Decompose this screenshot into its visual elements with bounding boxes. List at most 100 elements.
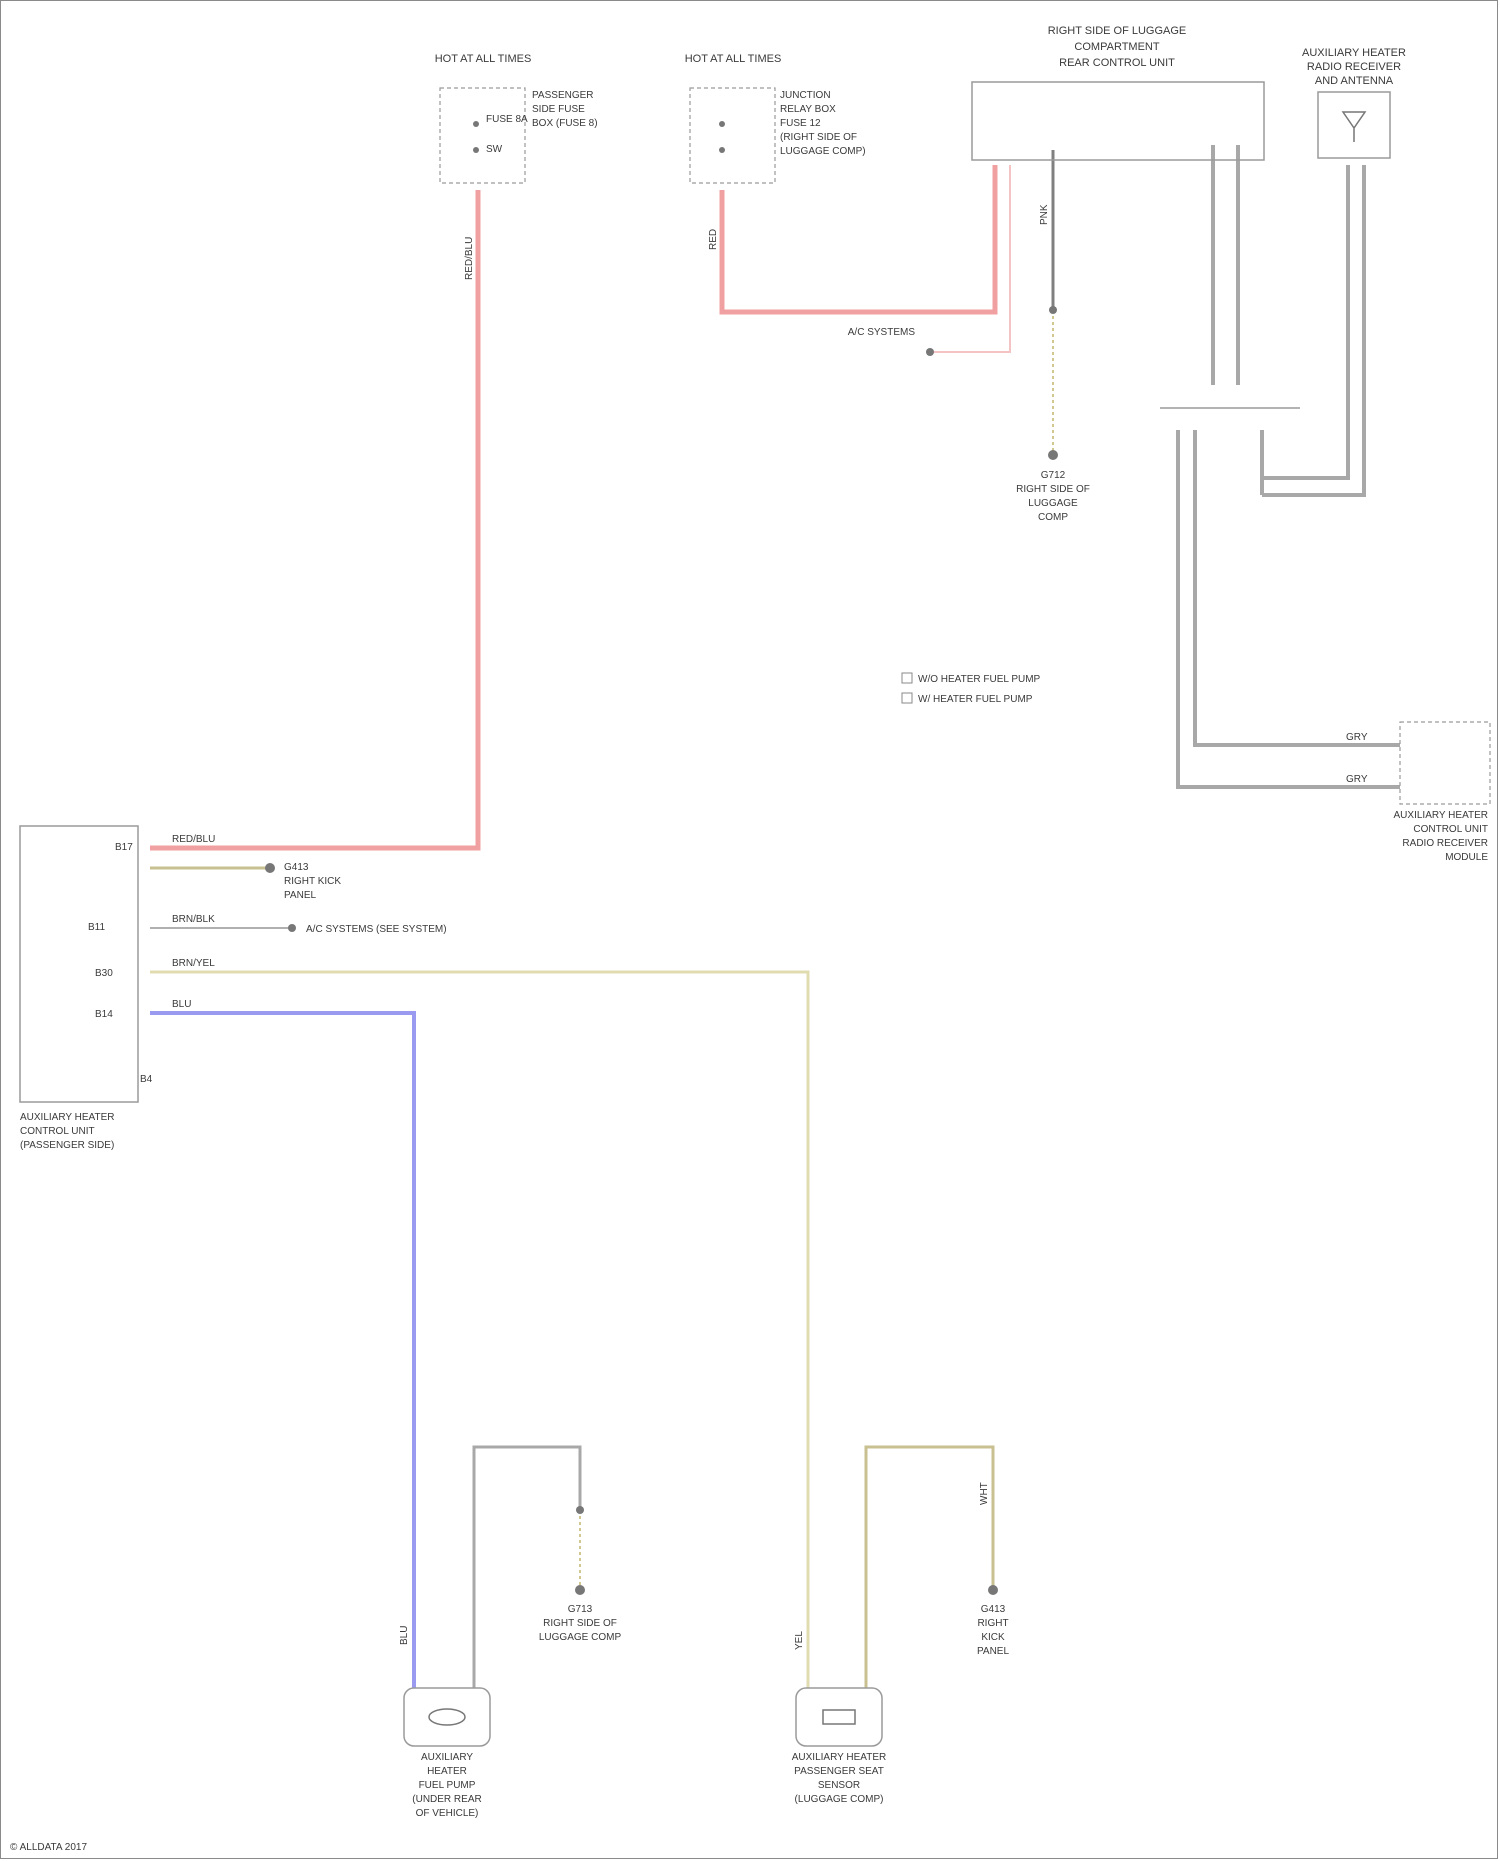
passenger-module-title-2: CONTROL UNIT bbox=[20, 1126, 95, 1137]
ref-dot-ac-mid bbox=[288, 924, 296, 932]
fuse-b-label-3: FUSE 12 bbox=[780, 118, 821, 129]
legend-symbol-2 bbox=[902, 693, 912, 703]
ground-icon-g3 bbox=[575, 1585, 585, 1595]
passenger-module-title-1: AUXILIARY HEATER bbox=[20, 1112, 114, 1123]
pin-label-5: B4 bbox=[140, 1074, 153, 1085]
control-module-title-3: REAR CONTROL UNIT bbox=[1059, 57, 1175, 69]
fuse-a-label-4: FUSE 8A bbox=[486, 114, 528, 125]
fuse-b-label-1: JUNCTION bbox=[780, 90, 831, 101]
fuse-b-label-5: LUGGAGE COMP) bbox=[780, 146, 866, 157]
wire-label-red-fuse-b: RED bbox=[708, 229, 719, 250]
ground-g3-1: G713 bbox=[568, 1604, 593, 1615]
fuel-pump-title-4: (UNDER REAR bbox=[412, 1794, 481, 1805]
ground-g4-3: KICK bbox=[981, 1632, 1005, 1643]
ground-g2-3: PANEL bbox=[284, 890, 316, 901]
fuel-pump-icon bbox=[429, 1709, 465, 1725]
wire-red-fuse-b bbox=[722, 165, 995, 312]
wire-label-red-module: RED/BLU bbox=[172, 834, 215, 845]
wire-label-brn-1: BRN/BLK bbox=[172, 914, 215, 925]
fuse-b-label-4: (RIGHT SIDE OF bbox=[780, 132, 857, 143]
pin-label-1: B17 bbox=[115, 842, 133, 853]
wire-blue bbox=[150, 1013, 414, 1688]
ref-ac-top: A/C SYSTEMS bbox=[848, 327, 916, 338]
passenger-module-title-3: (PASSENGER SIDE) bbox=[20, 1140, 114, 1151]
wire-label-gry1: GRY bbox=[1346, 732, 1368, 743]
wire-label-blu: BLU bbox=[172, 999, 191, 1010]
ground-g4-4: PANEL bbox=[977, 1646, 1009, 1657]
legend-1: W/O HEATER FUEL PUMP bbox=[918, 674, 1041, 685]
fuse-a-title: HOT AT ALL TIMES bbox=[435, 53, 532, 65]
heater-control-title-2: CONTROL UNIT bbox=[1413, 824, 1488, 835]
footer-copyright: © ALLDATA 2017 bbox=[10, 1842, 87, 1853]
heater-control-title-1: AUXILIARY HEATER bbox=[1394, 810, 1488, 821]
fuse-a-pin-2 bbox=[473, 147, 479, 153]
antenna-title-1: AUXILIARY HEATER bbox=[1302, 47, 1406, 59]
sensor-title-4: (LUGGAGE COMP) bbox=[795, 1794, 884, 1805]
wire-label-yel: YEL bbox=[794, 1631, 805, 1650]
fuel-pump-title-2: HEATER bbox=[427, 1766, 467, 1777]
pin-label-4: B14 bbox=[95, 1009, 113, 1020]
ground-g2-2: RIGHT KICK bbox=[284, 876, 341, 887]
fuse-b-label-2: RELAY BOX bbox=[780, 104, 836, 115]
control-module-title-2: COMPARTMENT bbox=[1074, 41, 1159, 53]
ground-dot-3a bbox=[576, 1506, 584, 1514]
fuse-a-label-2: SIDE FUSE bbox=[532, 104, 585, 115]
fuse-b-box bbox=[690, 88, 775, 183]
sensor-title-2: PASSENGER SEAT bbox=[794, 1766, 884, 1777]
ground-g1-2: RIGHT SIDE OF bbox=[1016, 484, 1090, 495]
passenger-module-box bbox=[20, 826, 138, 1102]
wire-label-brn-2: BRN/YEL bbox=[172, 958, 215, 969]
fuse-a-label-1: PASSENGER bbox=[532, 90, 594, 101]
fuse-b-pin-2 bbox=[719, 147, 725, 153]
ground-icon-g4 bbox=[988, 1585, 998, 1595]
ground-dot-1a bbox=[1049, 306, 1057, 314]
legend-2: W/ HEATER FUEL PUMP bbox=[918, 694, 1033, 705]
wire-yellow-long bbox=[150, 972, 808, 1688]
ground-icon-g2 bbox=[265, 863, 275, 873]
wire-label-pink: PNK bbox=[1039, 204, 1050, 225]
wire-gray-antenna-a bbox=[1262, 165, 1348, 478]
ground-g4-2: RIGHT bbox=[977, 1618, 1008, 1629]
legend-symbol-1 bbox=[902, 673, 912, 683]
antenna-box bbox=[1318, 92, 1390, 158]
ground-g3-2: RIGHT SIDE OF bbox=[543, 1618, 617, 1629]
wire-label-red-main: RED/BLU bbox=[464, 237, 475, 280]
sensor-title-1: AUXILIARY HEATER bbox=[792, 1752, 886, 1763]
sensor-icon bbox=[823, 1710, 855, 1724]
wire-olive-sensor bbox=[866, 1447, 993, 1688]
control-module-title-1: RIGHT SIDE OF LUGGAGE bbox=[1048, 25, 1187, 37]
ref-dot-ac-top bbox=[926, 348, 934, 356]
wire-pink-ac bbox=[930, 165, 1010, 352]
fuse-a-label-5: SW bbox=[486, 144, 503, 155]
sensor-title-3: SENSOR bbox=[818, 1780, 860, 1791]
wire-gray-fuel-pump bbox=[474, 1447, 580, 1688]
control-module-box bbox=[972, 82, 1264, 160]
heater-control-title-4: MODULE bbox=[1445, 852, 1488, 863]
wire-red-main bbox=[150, 190, 478, 848]
heater-control-box bbox=[1400, 722, 1490, 804]
pin-label-2: B11 bbox=[88, 922, 105, 933]
wire-label-wht: WHT bbox=[979, 1482, 990, 1505]
wire-label-blu-lower: BLU bbox=[399, 1626, 410, 1645]
ground-g1-4: COMP bbox=[1038, 512, 1068, 523]
ground-g2-1: G413 bbox=[284, 862, 309, 873]
heater-control-title-3: RADIO RECEIVER bbox=[1402, 838, 1488, 849]
fuel-pump-title-5: OF VEHICLE) bbox=[416, 1808, 479, 1819]
wire-label-gry2: GRY bbox=[1346, 774, 1368, 785]
fuse-b-title: HOT AT ALL TIMES bbox=[685, 53, 782, 65]
fuse-a-pin-1 bbox=[473, 121, 479, 127]
fuse-b-pin-1 bbox=[719, 121, 725, 127]
fuel-pump-box bbox=[404, 1688, 490, 1746]
ground-g1-1: G712 bbox=[1041, 470, 1066, 481]
pin-label-3: B30 bbox=[95, 968, 113, 979]
ground-g1-3: LUGGAGE bbox=[1028, 498, 1078, 509]
ref-ac-mid: A/C SYSTEMS (SEE SYSTEM) bbox=[306, 924, 447, 935]
fuse-a-box bbox=[440, 88, 525, 183]
ground-g3-3: LUGGAGE COMP bbox=[539, 1632, 622, 1643]
sensor-box bbox=[796, 1688, 882, 1746]
fuel-pump-title-1: AUXILIARY bbox=[421, 1752, 473, 1763]
ground-icon-g1 bbox=[1048, 450, 1058, 460]
ground-g4-1: G413 bbox=[981, 1604, 1006, 1615]
fuel-pump-title-3: FUEL PUMP bbox=[419, 1780, 476, 1791]
